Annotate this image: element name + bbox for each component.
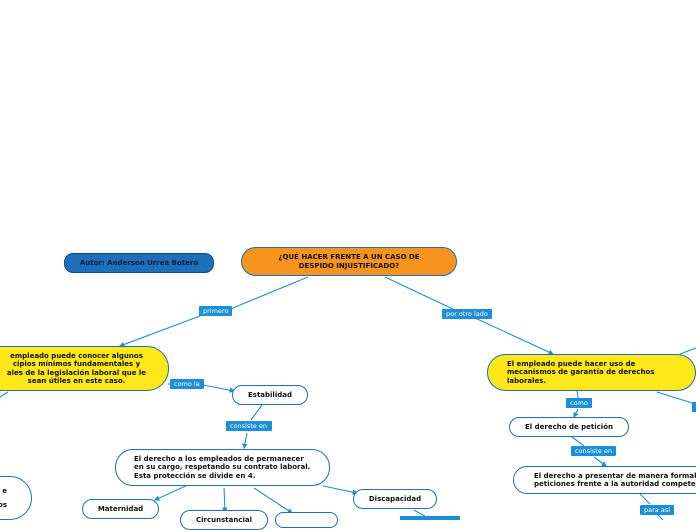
edge-right-to-como (576, 389, 579, 399)
node-derecho-permanecer[interactable]: El derecho a los empleados de permanecer… (115, 449, 330, 486)
edge-center-to-por-otro-lado (384, 276, 456, 311)
left-node-principles[interactable]: empleado puede conocer algunos cipios mí… (0, 346, 169, 391)
edge-right-offscreen-top (679, 347, 696, 355)
node-estabilidad[interactable]: Estabilidad (232, 385, 308, 405)
right-offscreen-marker[interactable] (692, 402, 696, 412)
label-consiste-en-right[interactable]: consiste en (571, 446, 616, 456)
label-primero[interactable]: primero (199, 306, 233, 316)
edge-derecho-to-discapacidad (322, 485, 359, 495)
partial-left-line2: os (0, 501, 7, 509)
partial-left-line1: e (2, 486, 7, 495)
label-como-la[interactable]: como la (170, 379, 204, 389)
discapacidad-child-bar[interactable] (400, 516, 460, 520)
edge-por-otro-lado-to-right-node (474, 317, 554, 355)
label-por-otro-lado[interactable]: por otro lado (442, 309, 492, 319)
edge-consiste-to-derecho (242, 432, 248, 450)
edge-presentar-to-para-asi (639, 493, 651, 505)
edge-right-offscreen-mid (656, 391, 693, 404)
node-fourth-category[interactable] (275, 512, 338, 528)
node-circunstancial[interactable]: Circunstancial (180, 510, 268, 530)
edge-peticion-to-consiste (571, 436, 585, 447)
label-como-right[interactable]: como (566, 398, 592, 408)
edge-derecho-to-maternidad (153, 483, 191, 501)
author-badge[interactable]: Autor: Anderson Urrea Botero (64, 253, 214, 273)
label-consiste-en-left[interactable]: consiste en (226, 421, 272, 431)
edge-como-la-to-estabilidad (202, 384, 236, 393)
edge-derecho-to-circunstancial (222, 487, 228, 514)
edge-center-to-primero (227, 276, 309, 311)
node-discapacidad[interactable]: Discapacidad (353, 489, 437, 509)
central-topic[interactable]: ¿QUÉ HACER FRENTE A UN CASO DE DESPIDO I… (241, 247, 457, 276)
node-derecho-peticion[interactable]: El derecho de petición (509, 417, 629, 437)
label-para-asi[interactable]: para así (640, 505, 675, 515)
edge-primero-to-left-node (118, 315, 201, 348)
edge-estabilidad-to-consiste (250, 404, 263, 421)
edge-derecho-to-fourth (253, 487, 293, 514)
edge-left-offscreen (0, 391, 9, 398)
edge-para-asi-down (657, 514, 664, 520)
node-maternidad[interactable]: Maternidad (82, 499, 159, 519)
edge-consiste-to-presentar (593, 456, 607, 467)
node-presentar-peticiones[interactable]: El derecho a presentar de manera formal … (513, 466, 696, 494)
edge-como-to-peticion (573, 408, 579, 418)
right-node-mechanisms[interactable]: El empleado puede hacer uso de mecanismo… (487, 354, 696, 391)
